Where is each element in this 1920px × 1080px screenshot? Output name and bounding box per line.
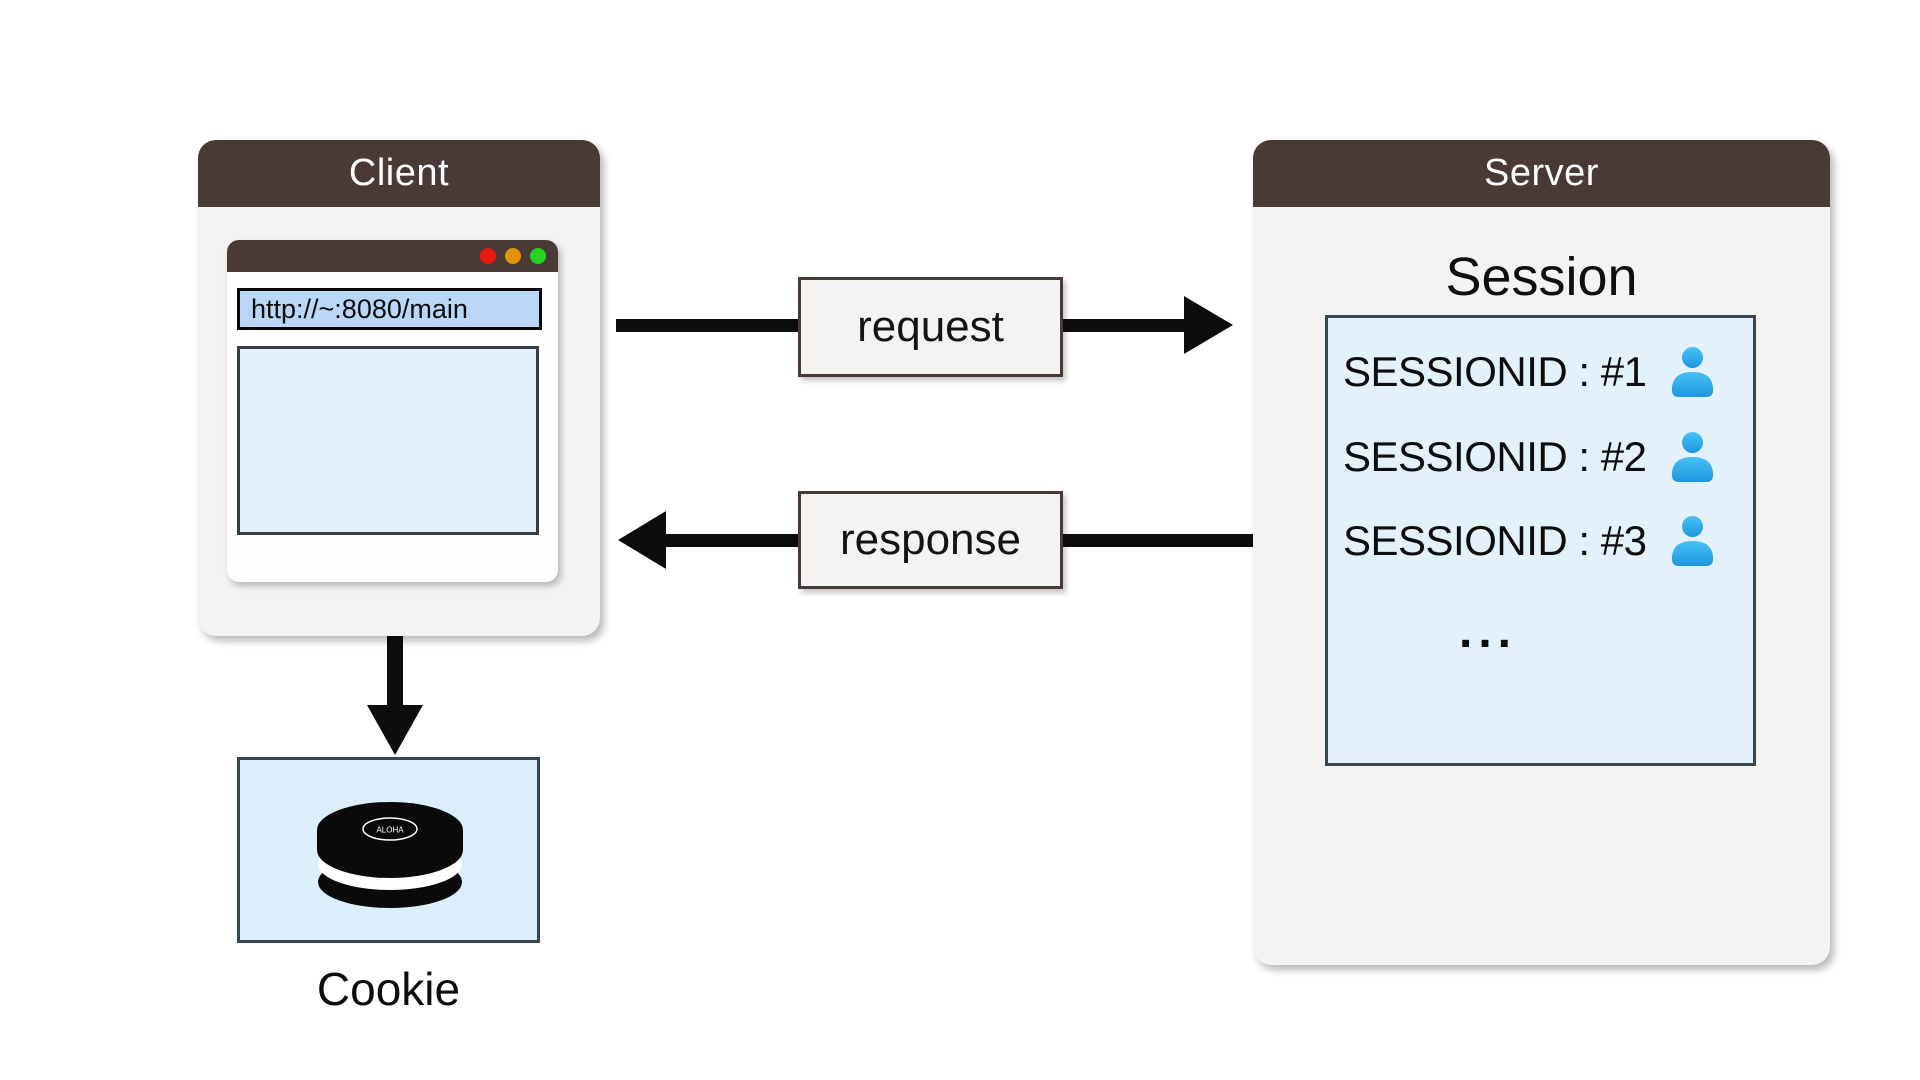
session-row-1: SESSIONID : #1 [1343,344,1743,400]
browser-titlebar [227,240,558,272]
client-title: Client [348,152,450,194]
user-icon [1671,516,1714,566]
session-ellipsis: ... [1458,605,1517,658]
cookie-box: ALOHA [237,757,540,943]
browser-url-text: http://~:8080/main [251,293,468,324]
client-panel: Client http://~:8080/main [198,140,600,636]
session-title: Session [1445,247,1638,307]
session-row-3: SESSIONID : #3 [1343,513,1743,569]
traffic-light-green-icon [530,248,546,264]
response-label: response [839,515,1021,564]
user-icon [1671,347,1714,397]
cookie-brand-text: ALOHA [376,826,404,835]
session-id-3: SESSIONID : #3 [1343,517,1647,564]
browser-window: http://~:8080/main [227,240,558,582]
session-row-2: SESSIONID : #2 [1343,429,1743,485]
browser-viewport [237,346,539,535]
server-title: Server [1484,152,1599,194]
browser-url-bar: http://~:8080/main [237,288,542,330]
traffic-light-yellow-icon [505,248,521,264]
request-label: request [857,302,1004,351]
server-header: Server [1253,140,1830,207]
cookie-icon: ALOHA [317,802,463,908]
response-label-box: response [798,491,1063,589]
session-id-2: SESSIONID : #2 [1343,433,1647,480]
session-table: SESSIONID : #1 SESSIONID : #2 SESSIONID … [1325,315,1756,766]
session-id-1: SESSIONID : #1 [1343,348,1647,395]
client-header: Client [198,140,600,207]
request-label-box: request [798,277,1063,377]
user-icon [1671,432,1714,482]
cookie-label: Cookie [316,963,461,1015]
traffic-light-red-icon [480,248,496,264]
